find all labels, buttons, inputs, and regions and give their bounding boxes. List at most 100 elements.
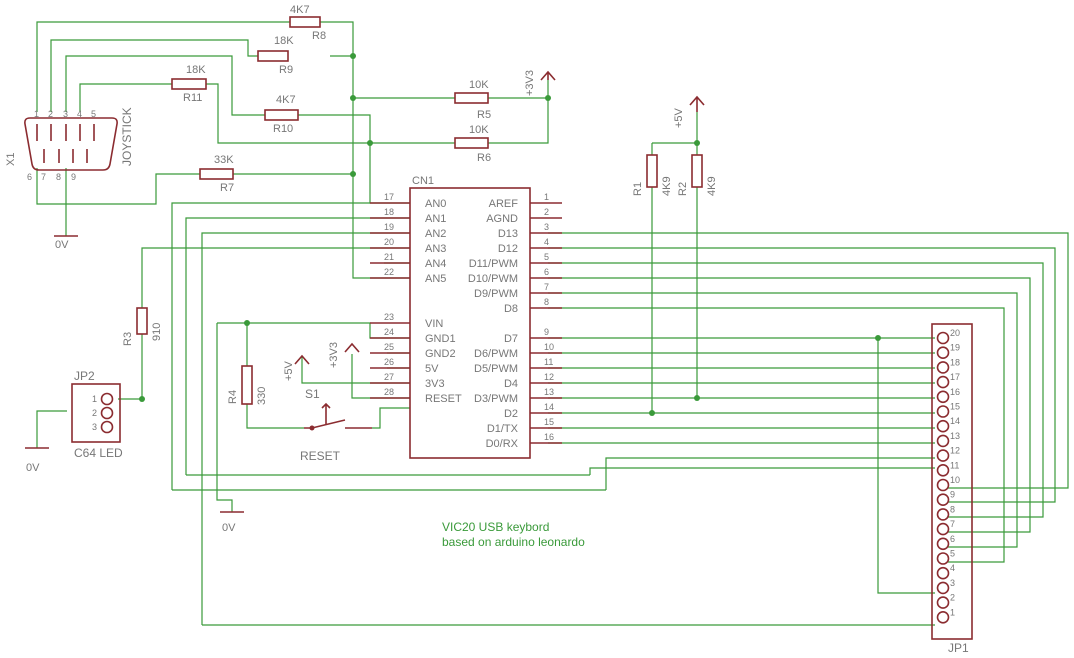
cn1-pin-name: D0/RX (486, 438, 519, 450)
jp1-pin (936, 405, 950, 418)
r6-value: 10K (469, 124, 489, 136)
v33-arrow (540, 70, 556, 81)
note-subtitle: based on arduino leonardo (442, 535, 585, 549)
x1-pin-label: 6 (27, 172, 32, 182)
r11-ref: R11 (183, 92, 202, 104)
resistor-r3 (136, 307, 148, 335)
r10-value: 4K7 (276, 94, 296, 106)
cn1-pin-number: 10 (544, 342, 554, 352)
resistor-r2 (691, 154, 703, 188)
resistor-r10 (264, 109, 299, 121)
switch-actuator (321, 402, 331, 424)
jp1-pin (936, 537, 950, 551)
resistor-r8 (289, 16, 321, 28)
jp1-pin (936, 419, 950, 433)
resistors: 4K7 R8 18K R9 18K R11 4K7 R10 10K R5 10K… (122, 4, 718, 405)
cn1-pin-name: GND2 (425, 348, 456, 360)
v5-label: +5V (673, 107, 685, 128)
v5-label: +5V (283, 360, 295, 381)
joystick-connector: 1 2 3 4 5 6 7 8 9 X1 JOYSTICK (5, 107, 134, 182)
cn1-pin-name: AN0 (425, 198, 446, 210)
r3-value: 910 (151, 323, 163, 341)
r10-ref: R10 (273, 123, 293, 135)
cn1-pin-number: 16 (544, 432, 554, 442)
cn1-pin-name: D1/TX (487, 423, 519, 435)
jp1-pin-number: 10 (950, 475, 960, 485)
cn1-pin-name: D4 (504, 378, 518, 390)
jp1-pin-number: 20 (950, 328, 960, 338)
s1-ref: S1 (305, 387, 320, 401)
junctions (139, 53, 881, 416)
jp1-pin (936, 552, 950, 565)
cn1-pin-name: D2 (504, 408, 518, 420)
cn1-pin-name: D8 (504, 303, 518, 315)
r5-value: 10K (469, 79, 489, 91)
cn1-pin-name: D7 (504, 333, 518, 345)
jp1-pin-number: 12 (950, 446, 960, 456)
cn1-pin-name: AN4 (425, 258, 446, 270)
jp1-pin (936, 478, 950, 492)
junction (244, 320, 250, 326)
r4-ref: R4 (227, 390, 239, 404)
jp1-pin-number: 3 (950, 578, 955, 588)
jp1-pin (936, 346, 950, 360)
jp2-pin (100, 420, 114, 434)
x1-pin-label: 1 (34, 109, 39, 119)
jp2-body (71, 383, 121, 443)
cn1-pin-name: D6/PWM (474, 348, 518, 360)
gnd-label: 0V (26, 462, 40, 474)
r8-ref: R8 (312, 30, 326, 42)
cn1-pin-name: GND1 (425, 333, 456, 345)
cn1-pin-number: 5 (544, 252, 549, 262)
cn1-pin-number: 12 (544, 372, 554, 382)
cn1-pin-number: 25 (384, 342, 394, 352)
note-title: VIC20 USB keybord (442, 520, 549, 534)
x1-name: JOYSTICK (120, 107, 134, 166)
jp1-ref: JP1 (948, 641, 969, 655)
s1-name: RESET (300, 449, 341, 463)
cn1-pin-number: 6 (544, 267, 549, 277)
junction (694, 140, 700, 146)
jp1-pin (936, 361, 950, 374)
jp2-ref: JP2 (74, 369, 95, 383)
jp1-pin-number: 9 (950, 490, 955, 500)
jp2-name: C64 LED (74, 446, 123, 460)
r11-value: 18K (186, 64, 206, 76)
jp1-pin-number: 18 (950, 357, 960, 367)
v5-arrow (294, 354, 310, 365)
jp1-pin (936, 596, 950, 609)
jp1-pin-number: 6 (950, 534, 955, 544)
cn1-pin-name: AN3 (425, 243, 446, 255)
jp1-pin-number: 19 (950, 343, 960, 353)
resistor-r5 (454, 92, 489, 104)
cn1-arduino: CN1 17AN018AN119AN220AN321AN422AN523VIN2… (370, 175, 562, 459)
jp1-pin (936, 449, 950, 462)
cn1-pin-name: D13 (498, 228, 518, 240)
junction (139, 396, 145, 402)
cn1-pin-name: AN2 (425, 228, 446, 240)
cn1-pin-number: 1 (544, 192, 549, 202)
resistor-r7 (199, 168, 234, 180)
junction (694, 395, 700, 401)
r2-ref: R2 (677, 182, 689, 196)
junction (367, 140, 373, 146)
cn1-pin-name: D5/PWM (474, 363, 518, 375)
cn1-pin-number: 28 (384, 387, 394, 397)
r9-value: 18K (274, 35, 294, 47)
jp1-pin-number: 4 (950, 563, 955, 573)
reset-switch: S1 RESET (300, 387, 372, 463)
junction (350, 95, 356, 101)
junction (350, 171, 356, 177)
gnd-label: 0V (55, 239, 69, 251)
jp2-pin-number: 1 (92, 394, 97, 404)
supply-symbols: +3V3 +5V +5V +3V3 0V 0V 0V (25, 70, 705, 534)
cn1-pin-number: 2 (544, 207, 549, 217)
jp1-pin-number: 13 (950, 431, 960, 441)
jp2-pin-number: 3 (92, 422, 97, 432)
r6-ref: R6 (477, 152, 491, 164)
jp1-pin (936, 610, 950, 624)
jp1-pin (936, 581, 950, 595)
resistor-r4 (241, 365, 253, 405)
x1-pin-label: 3 (63, 109, 68, 119)
